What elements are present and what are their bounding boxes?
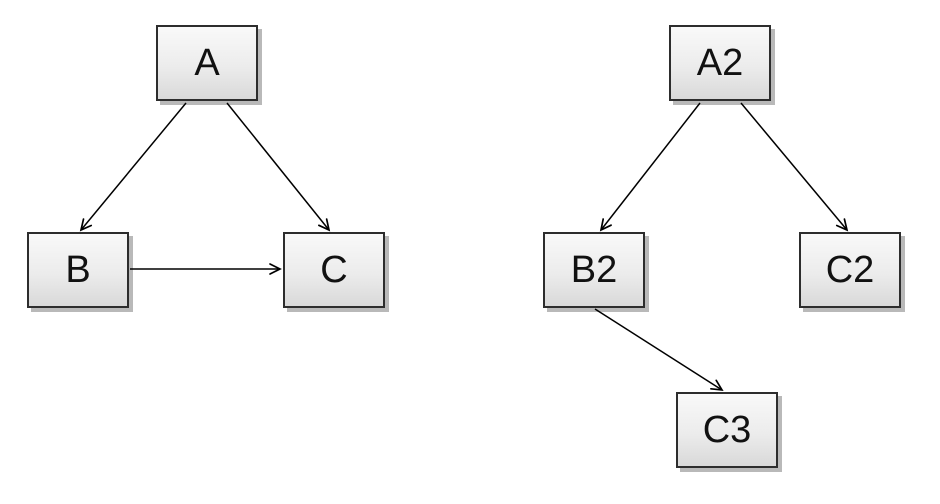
node-c2-label: C2 (825, 248, 875, 291)
node-b2: B2 (543, 232, 645, 308)
node-c2: C2 (799, 232, 901, 308)
node-c: C (283, 232, 385, 308)
node-a2: A2 (669, 25, 771, 101)
edge-b2-to-c3 (594, 308, 724, 392)
node-a2-label: A2 (696, 41, 744, 84)
node-a-label: A (194, 41, 220, 84)
node-b-label: B (65, 248, 91, 291)
node-a: A (156, 25, 258, 101)
node-c3: C3 (676, 392, 778, 468)
edge-a-to-b (79, 102, 187, 232)
edge-a2-to-c2 (740, 102, 849, 232)
node-c-label: C (320, 248, 348, 291)
node-b2-label: B2 (570, 248, 618, 291)
edge-a2-to-b2 (599, 102, 701, 232)
edge-a-to-c (226, 102, 331, 232)
node-b: B (27, 232, 129, 308)
node-c3-label: C3 (702, 408, 752, 451)
